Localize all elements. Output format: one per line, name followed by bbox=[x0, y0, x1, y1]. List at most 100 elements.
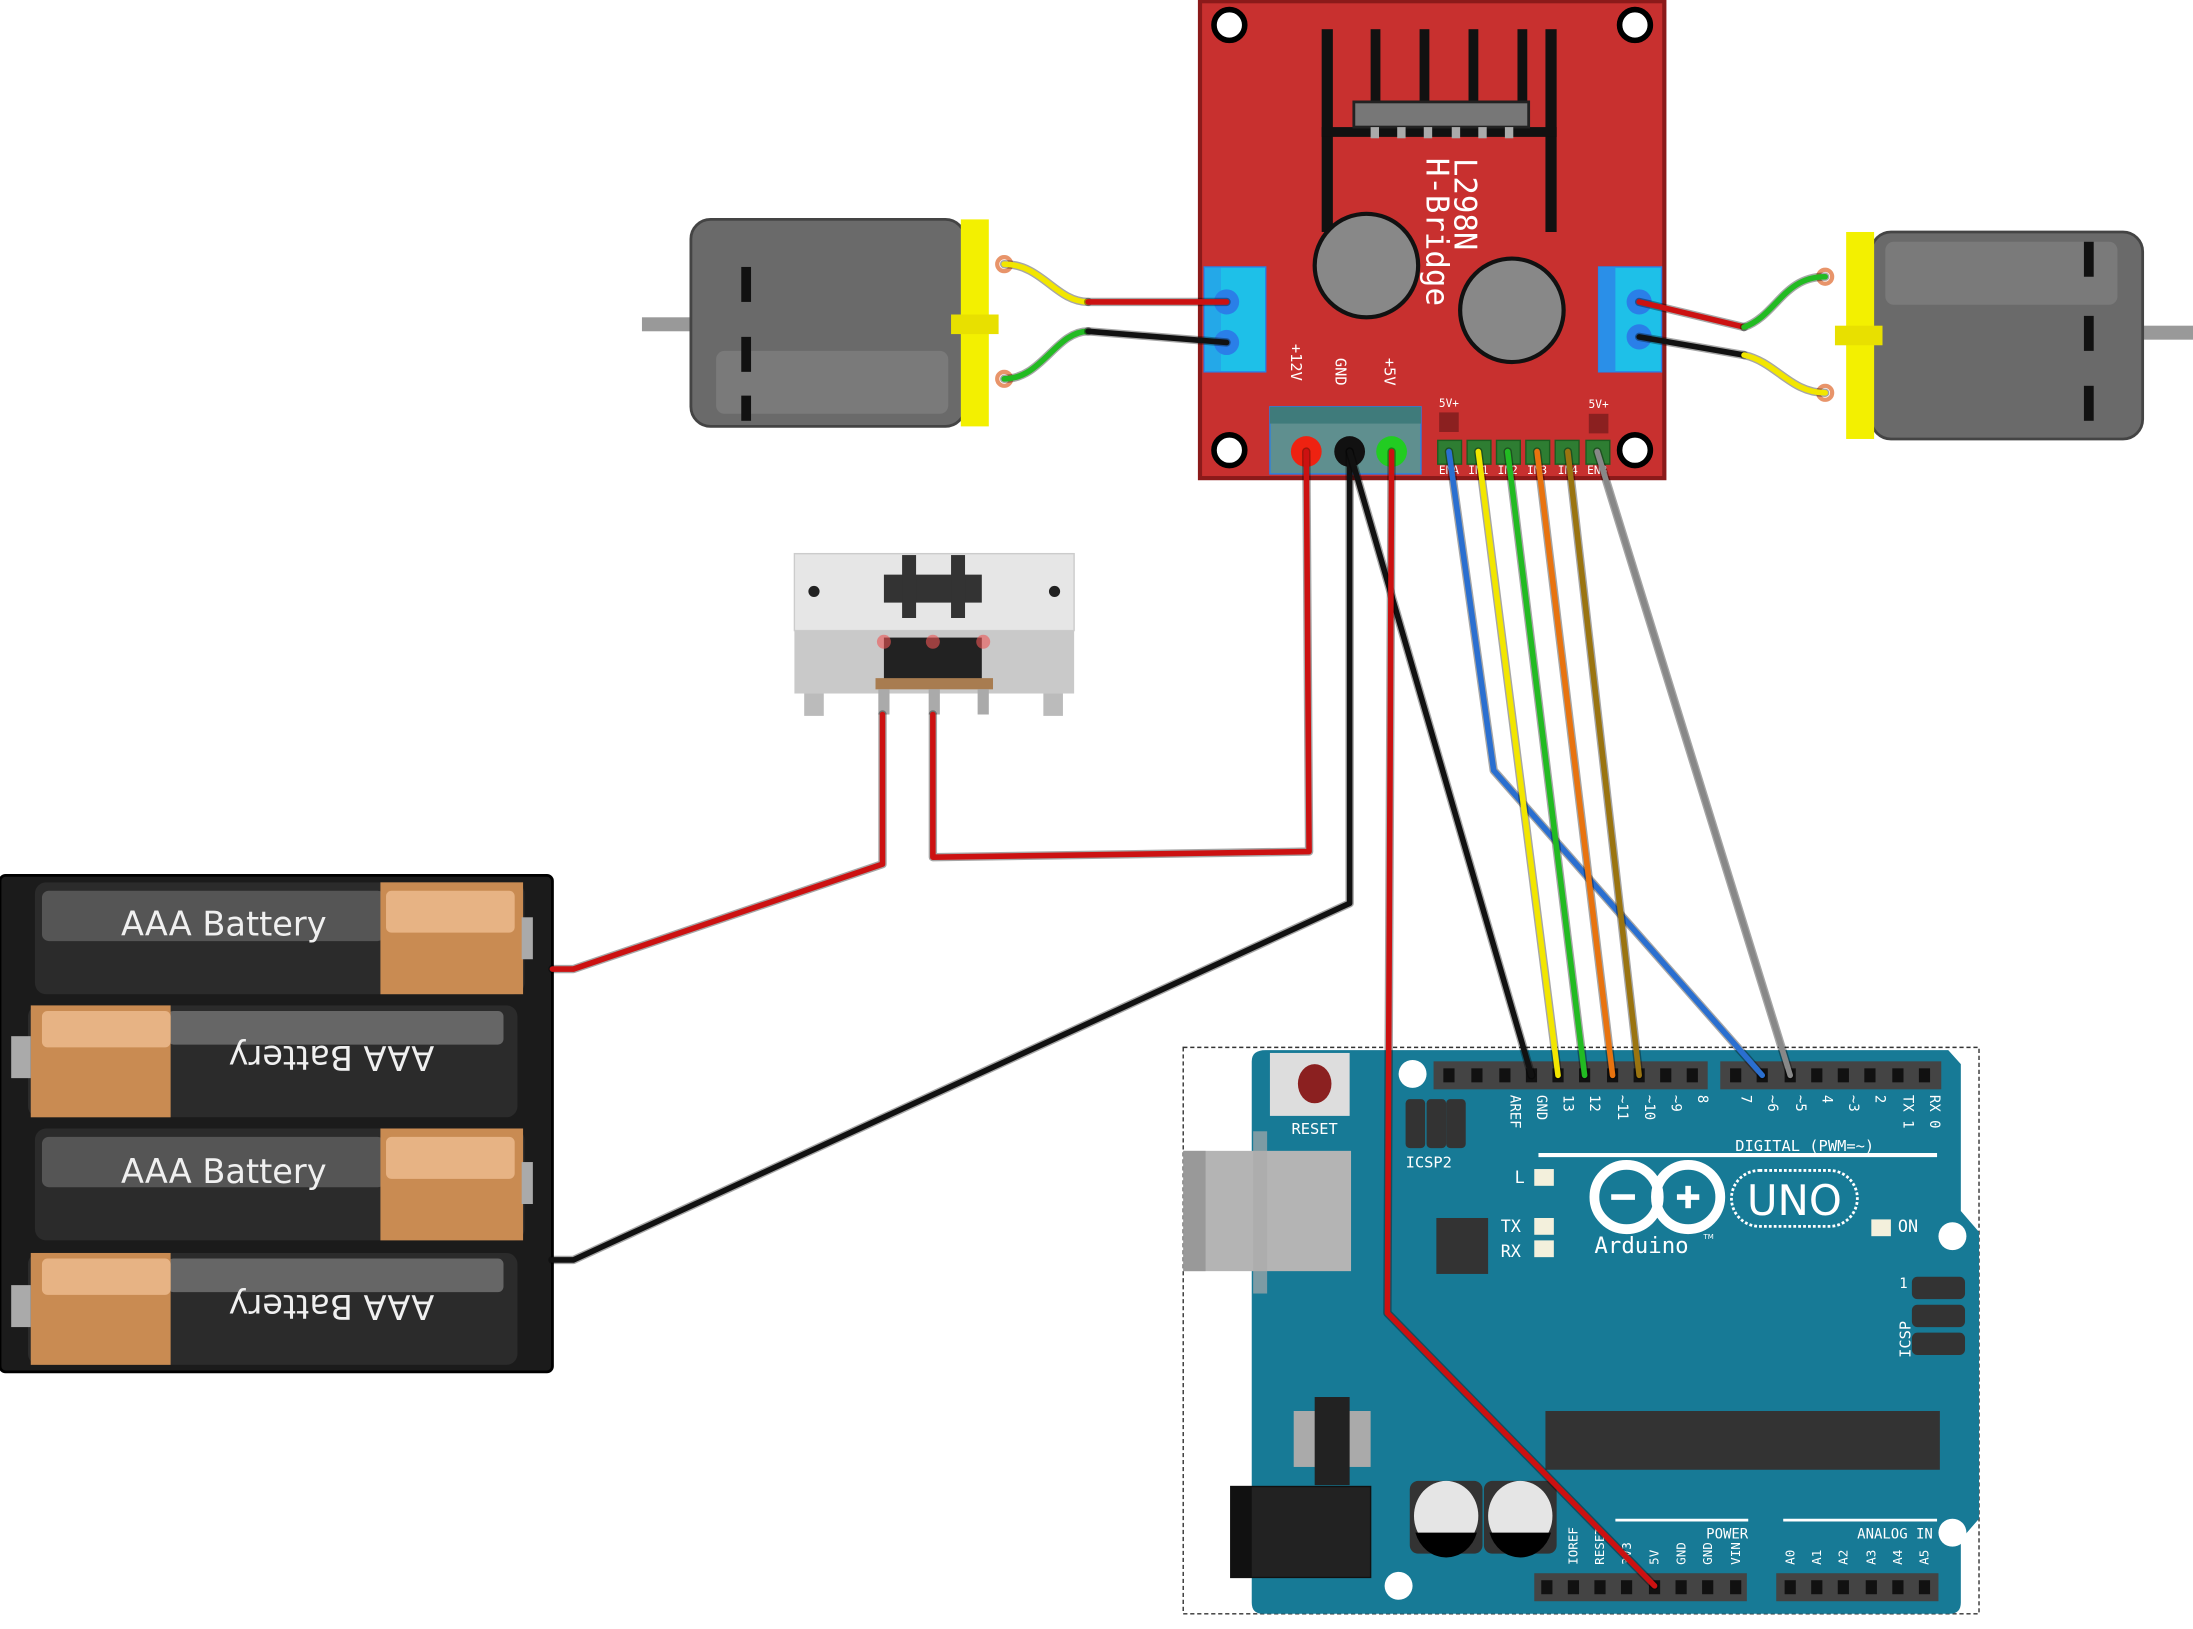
digital-pin-socket[interactable] bbox=[1499, 1068, 1511, 1083]
digital-pin-label: TX 1 bbox=[1899, 1095, 1915, 1129]
motor-left-wire-black[interactable] bbox=[1085, 328, 1230, 346]
l298n-chip bbox=[1352, 100, 1531, 129]
digital-pin-label: 2 bbox=[1872, 1095, 1888, 1103]
digital-pin-label: 7 bbox=[1737, 1095, 1753, 1103]
switch-lever[interactable] bbox=[883, 574, 982, 603]
wire-enb-to-pin5[interactable] bbox=[1594, 448, 1794, 1079]
icsp-label: ICSP bbox=[1896, 1321, 1914, 1358]
analog-pin-socket[interactable] bbox=[1892, 1580, 1904, 1595]
battery-cell-3: AAA Battery bbox=[34, 1128, 533, 1241]
power-pin-socket[interactable] bbox=[1702, 1580, 1714, 1595]
capacitor bbox=[1458, 256, 1566, 365]
battery-label: AAA Battery bbox=[229, 1038, 435, 1077]
digital-pin-label: AREF bbox=[1506, 1095, 1522, 1129]
digital-pin-socket[interactable] bbox=[1837, 1068, 1849, 1083]
led-label-l: L bbox=[1515, 1167, 1525, 1187]
power-pin-socket[interactable] bbox=[1675, 1580, 1687, 1595]
analog-pin-socket[interactable] bbox=[1837, 1580, 1849, 1595]
digital-pin-label: 8 bbox=[1694, 1095, 1710, 1103]
analog-pin-socket[interactable] bbox=[1918, 1580, 1931, 1595]
wire-in1-to-pin13[interactable] bbox=[1475, 448, 1561, 1079]
slide-switch[interactable] bbox=[793, 552, 1075, 716]
reset-label: RESET bbox=[1292, 1120, 1338, 1138]
motor-left-wire-green[interactable] bbox=[1001, 328, 1091, 382]
power-terminal[interactable] bbox=[1269, 406, 1422, 475]
usb-port[interactable] bbox=[1183, 1131, 1352, 1294]
power-jack[interactable] bbox=[1230, 1485, 1372, 1579]
digital-pin-label: ~9 bbox=[1667, 1095, 1683, 1112]
label-5v: +5V bbox=[1381, 358, 1399, 386]
pad-label-5v-right: 5V+ bbox=[1589, 398, 1609, 411]
motor-a-terminal[interactable] bbox=[1203, 266, 1267, 373]
power-pin-label: VIN bbox=[1728, 1542, 1743, 1565]
analog-label: ANALOG IN bbox=[1857, 1526, 1933, 1542]
battery-holder: AAA Battery AAA Battery AAA Battery AAA … bbox=[0, 873, 554, 1374]
digital-pin-socket[interactable] bbox=[1811, 1068, 1823, 1083]
wire-5v-to-arduino[interactable] bbox=[1384, 448, 1658, 1589]
power-pin-label: 5V bbox=[1647, 1549, 1662, 1565]
digital-pin-socket[interactable] bbox=[1864, 1068, 1876, 1083]
trademark: TM bbox=[1702, 1233, 1713, 1241]
digital-pin-label: ~5 bbox=[1792, 1095, 1808, 1112]
power-pin-socket[interactable] bbox=[1594, 1580, 1606, 1595]
voltage-regulator bbox=[1293, 1397, 1371, 1486]
arduino-board bbox=[1251, 1050, 1980, 1614]
dc-motor-right bbox=[1816, 230, 2193, 441]
digital-pin-label: 13 bbox=[1560, 1095, 1576, 1112]
power-label: POWER bbox=[1706, 1526, 1749, 1542]
analog-pin-socket[interactable] bbox=[1811, 1580, 1823, 1595]
power-pin-socket[interactable] bbox=[1730, 1580, 1742, 1595]
battery-cell-1: AAA Battery bbox=[34, 882, 533, 995]
pad-label-5v-left: 5V+ bbox=[1439, 397, 1459, 410]
digital-pin-label: RX 0 bbox=[1926, 1095, 1942, 1129]
digital-pin-socket[interactable] bbox=[1660, 1068, 1672, 1083]
wire-gnd-to-arduino[interactable] bbox=[1346, 448, 1535, 1079]
wire-switch-to-battery-outline bbox=[548, 710, 887, 974]
analog-header[interactable] bbox=[1776, 1573, 1939, 1602]
reset-button[interactable] bbox=[1269, 1052, 1350, 1116]
digital-pin-socket[interactable] bbox=[1686, 1068, 1698, 1083]
analog-pin-socket[interactable] bbox=[1784, 1580, 1796, 1595]
battery-cell-4: AAA Battery bbox=[11, 1252, 518, 1365]
led-label-rx: RX bbox=[1501, 1241, 1521, 1261]
header-socket[interactable] bbox=[1443, 1068, 1455, 1083]
wires bbox=[548, 259, 1830, 1591]
power-pin-label: GND bbox=[1700, 1542, 1715, 1565]
motor-left-wire-yellow[interactable] bbox=[1001, 261, 1091, 305]
wire-in3-to-pin11[interactable] bbox=[1534, 448, 1616, 1079]
board-title: L298N bbox=[1447, 158, 1483, 251]
analog-pin-label: A5 bbox=[1917, 1550, 1932, 1565]
wire-gnd-to-battery[interactable] bbox=[549, 448, 1353, 1263]
arduino-brand: Arduino bbox=[1594, 1233, 1688, 1259]
digital-pin-label: ~6 bbox=[1764, 1095, 1780, 1112]
power-pin-socket[interactable] bbox=[1541, 1580, 1553, 1595]
dc-motor-left bbox=[641, 217, 1014, 428]
power-pin-socket[interactable] bbox=[1567, 1580, 1580, 1595]
wire-12v-to-switch[interactable] bbox=[930, 448, 1312, 860]
motor-right-wire-black[interactable] bbox=[1636, 334, 1747, 358]
power-pin-socket[interactable] bbox=[1620, 1580, 1633, 1595]
digital-pin-socket[interactable] bbox=[1892, 1068, 1904, 1083]
analog-pin-socket[interactable] bbox=[1865, 1580, 1877, 1595]
analog-pin-label: A4 bbox=[1890, 1550, 1905, 1565]
motor-right-wire-yellow[interactable] bbox=[1741, 352, 1828, 396]
motor-right-wire-red[interactable] bbox=[1636, 299, 1747, 330]
motor-right-wire-green[interactable] bbox=[1741, 273, 1828, 330]
analog-pin-label: A3 bbox=[1864, 1550, 1879, 1565]
led-label-on: ON bbox=[1898, 1216, 1918, 1236]
wire-in4-to-pin10[interactable] bbox=[1565, 448, 1642, 1079]
wire-in2-to-pin12[interactable] bbox=[1504, 448, 1588, 1079]
label-gnd: GND bbox=[1332, 358, 1350, 386]
wire-switch-to-battery[interactable] bbox=[549, 711, 886, 972]
digital-pin-socket[interactable] bbox=[1918, 1068, 1931, 1083]
wire-ena-to-pin6[interactable] bbox=[1446, 448, 1766, 1079]
model-label: UNO bbox=[1747, 1176, 1842, 1225]
arduino-logo bbox=[1589, 1159, 1726, 1235]
header-socket[interactable] bbox=[1471, 1068, 1483, 1083]
motor-b-terminal[interactable] bbox=[1597, 266, 1663, 373]
l298n-h-bridge: L298N H-Bridge +12V GND +5V 5V+ 5V+ bbox=[1197, 0, 1667, 481]
electrolytic-capacitors bbox=[1409, 1480, 1557, 1558]
digital-pin-socket[interactable] bbox=[1730, 1068, 1742, 1083]
